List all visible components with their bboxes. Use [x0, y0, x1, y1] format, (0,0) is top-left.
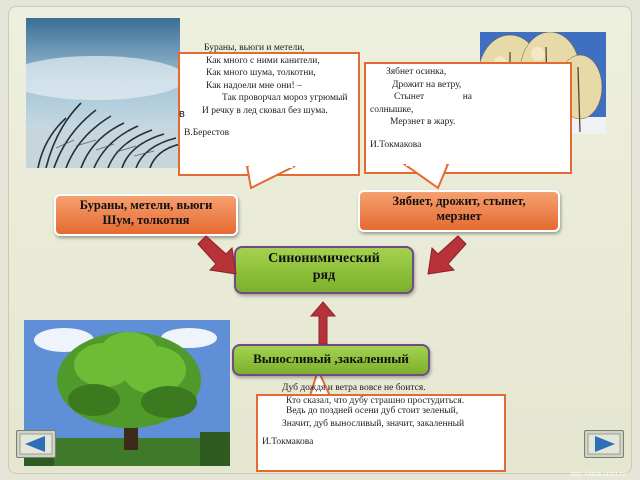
synonym-series-line: Синонимический — [268, 251, 380, 266]
arrow-down-right-icon — [197, 235, 237, 275]
arrow-right-icon — [587, 433, 621, 455]
poem-line — [184, 117, 354, 127]
arrow-left-icon — [19, 433, 53, 455]
bottom-synonyms-box: Выносливый ,закаленный — [232, 344, 430, 376]
poem-line: Зябнет осинка, — [386, 67, 447, 77]
poem-line: Так проворчал мороз угрюмый — [222, 93, 348, 103]
oak-tree-photo — [24, 320, 230, 466]
synonyms-line: Бураны, метели, вьюги — [79, 198, 213, 212]
poem-line: Значит, дуб выносливый, значит, закаленн… — [282, 418, 465, 429]
bubble-tail-left — [245, 166, 296, 190]
prev-slide-button[interactable] — [16, 430, 56, 458]
poem-line: Дрожит на ветру, — [392, 79, 462, 90]
poem-line: Как надоели мне они! – — [206, 80, 302, 91]
poem-line: Бураны, вьюги и метели, — [204, 43, 305, 53]
poem-line: Как много шума, толкотни, — [206, 68, 316, 78]
poem-author: И.Токмакова — [370, 139, 422, 150]
poem-line: Дуб дождя и ветра вовсе не боится. — [282, 383, 426, 393]
synonyms-line: мерзнет — [436, 209, 482, 223]
poem-line: Ведь до поздней осени дуб стоит зеленый, — [286, 406, 459, 416]
winter-storm-photo — [26, 18, 180, 168]
arrow-up-icon — [310, 301, 336, 345]
synonym-series-box: Синонимический ряд — [234, 246, 414, 294]
next-slide-button[interactable] — [584, 430, 624, 458]
poem-line: Стынет на солнышке, — [370, 92, 472, 115]
synonyms-line: Шум, толкотня — [102, 213, 190, 227]
watermark-text: http://aida.ucoz.ru — [570, 471, 626, 478]
poem-author: В.Берестов — [184, 128, 230, 138]
poem-author: И.Токмакова — [262, 437, 314, 447]
poem-line: Мерзнет в жару. — [390, 117, 456, 127]
bubble-tail-bottom — [308, 370, 332, 396]
arrow-down-left-icon — [427, 235, 467, 275]
bottom-synonyms-text: Выносливый ,закаленный — [253, 351, 409, 366]
poem-line: И речку в лед сковал без шума. — [202, 105, 328, 116]
bubble-tail-right — [402, 164, 450, 190]
synonyms-line: Зябнет, дрожит, стынет, — [392, 194, 526, 208]
poem-line: Как много с ними канители, — [206, 55, 320, 66]
poem-line: Кто сказал, что дубу страшно простудитьс… — [286, 395, 465, 406]
poem-bubble-right: Зябнет осинка, Дрожит на ветру, Стынет н… — [364, 62, 572, 174]
poem-bubble-left: Бураны, вьюги и метели, Как много с ними… — [178, 43, 360, 176]
synonyms-box-right: Зябнет, дрожит, стынет, мерзнет — [358, 190, 560, 232]
poem-bubble-bottom: Дуб дождя и ветра вовсе не боится. Кто с… — [256, 383, 506, 472]
poem-line — [370, 129, 566, 139]
synonyms-box-left: Бураны, метели, вьюги Шум, толкотня — [54, 194, 238, 236]
synonym-series-line: ряд — [312, 268, 336, 283]
stray-mark: в — [179, 108, 185, 120]
